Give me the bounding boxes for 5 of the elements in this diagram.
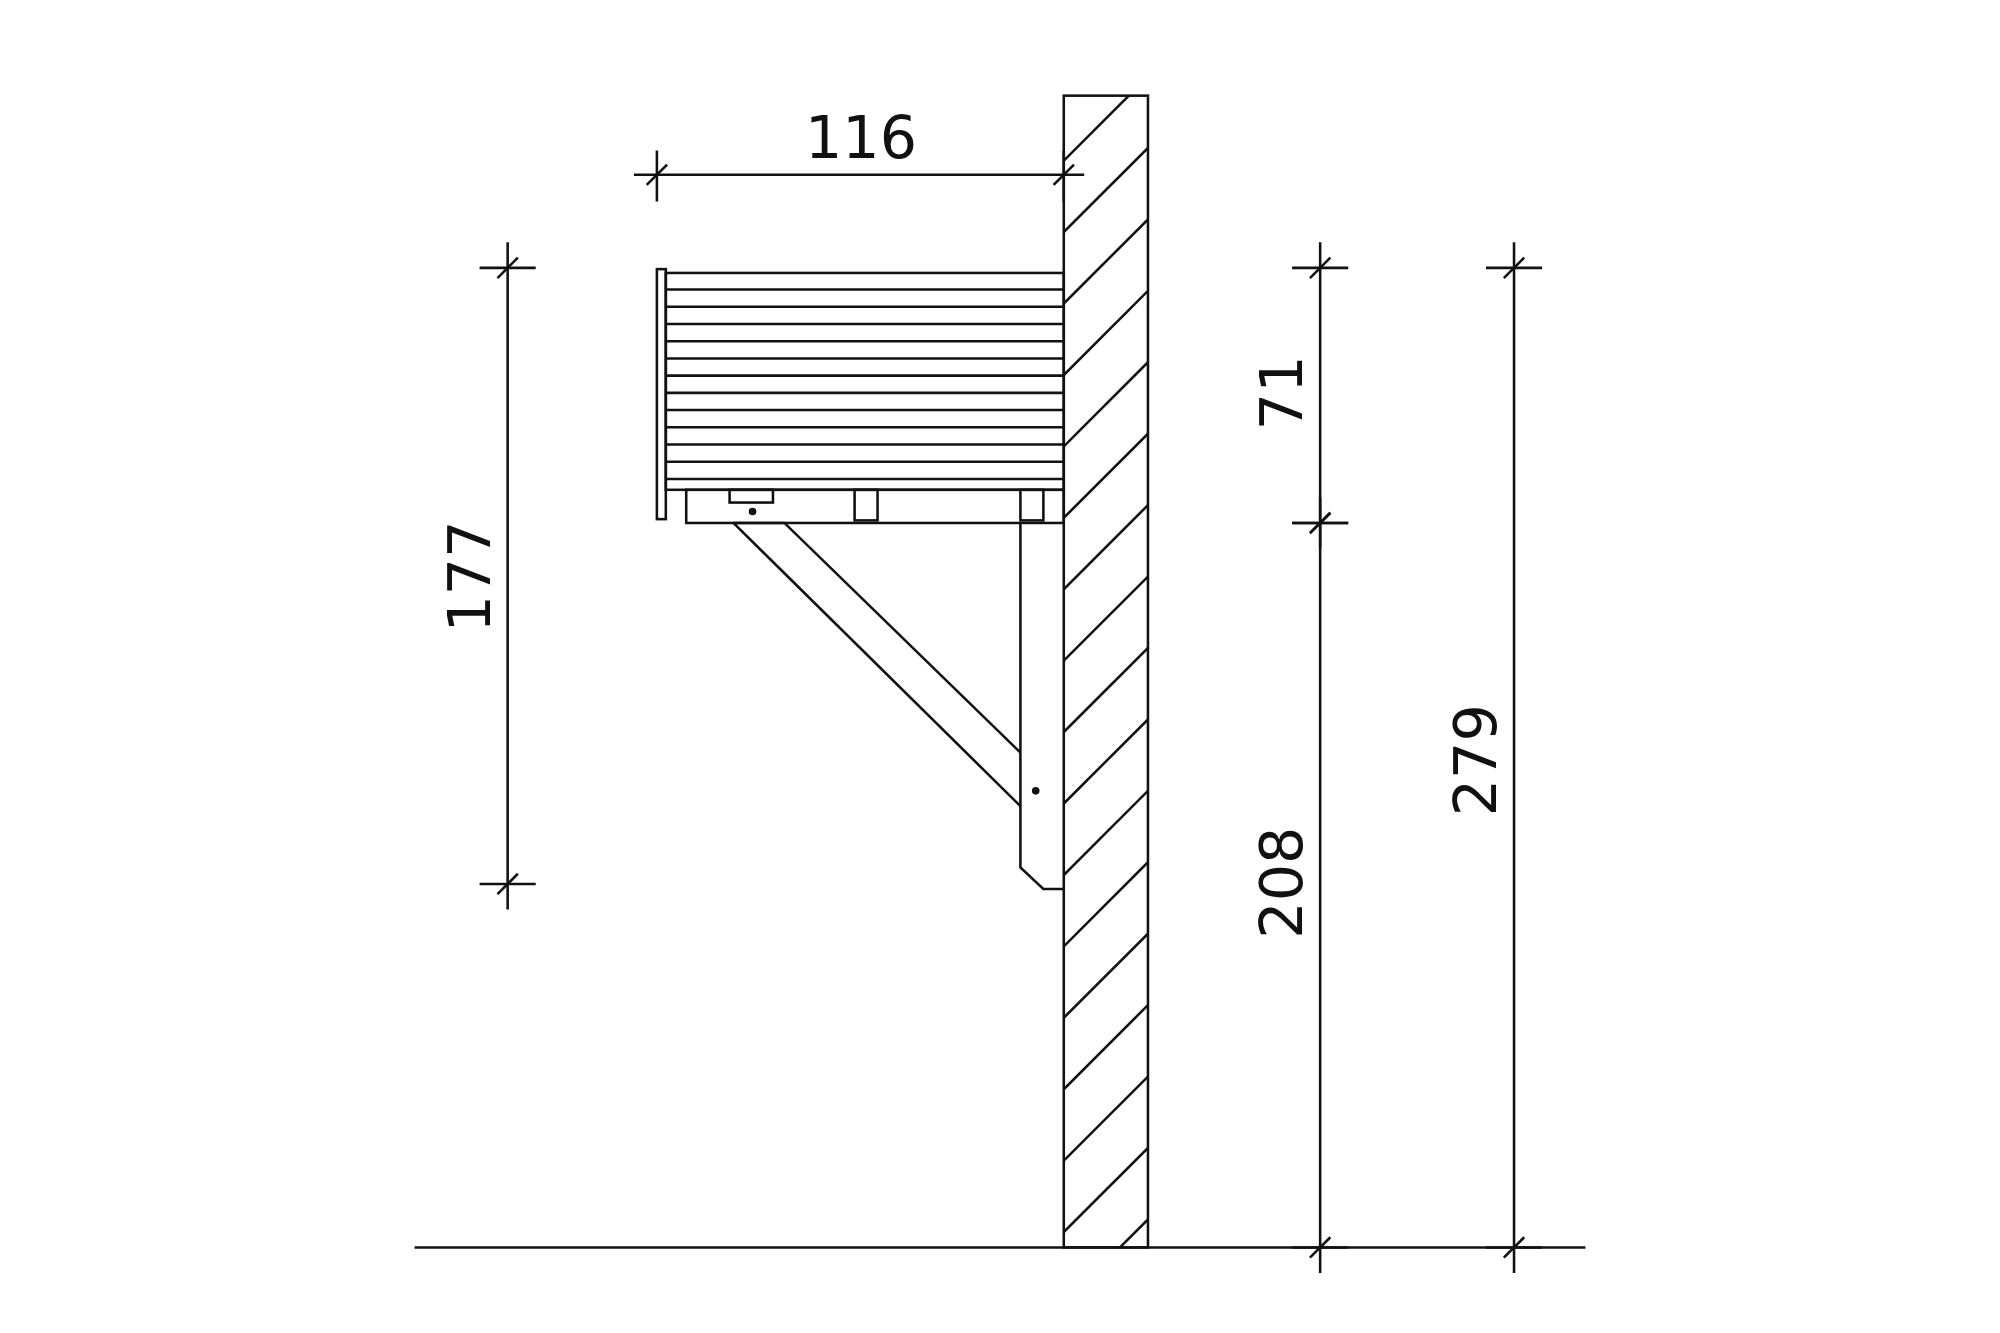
- dimension-value: 279: [1446, 704, 1506, 817]
- dimension-value: 71: [1252, 355, 1312, 431]
- dimension-value: 208: [1252, 826, 1312, 939]
- dimension-value: 116: [804, 108, 917, 168]
- dimension-value: 177: [440, 520, 499, 633]
